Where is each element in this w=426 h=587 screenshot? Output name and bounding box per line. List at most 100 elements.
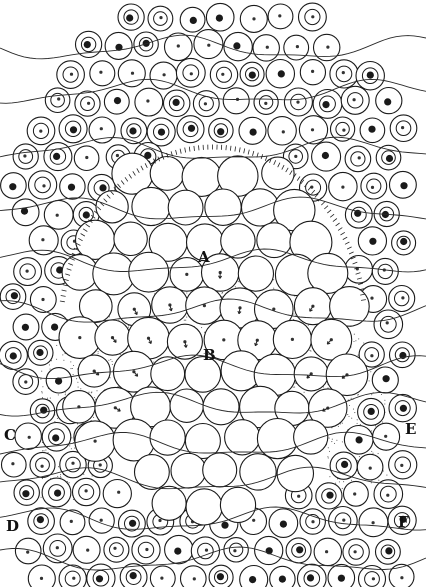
- stipple-dot: [342, 441, 343, 442]
- nucleus: [159, 16, 162, 19]
- stipple-dot: [185, 320, 186, 321]
- stipple-dot: [93, 417, 94, 418]
- nucleus: [369, 467, 372, 470]
- nucleus: [311, 128, 314, 131]
- stipple-dot: [45, 450, 46, 451]
- hatch-mark: [62, 290, 67, 291]
- inner-cell: [221, 224, 255, 258]
- nucleus: [57, 97, 60, 100]
- stipple-dot: [108, 360, 109, 361]
- stipple-dot: [386, 475, 387, 476]
- stipple-dot: [88, 392, 89, 393]
- nucleus: [264, 102, 267, 105]
- stipple-dot: [96, 390, 97, 391]
- stipple-dot: [358, 338, 359, 339]
- stipple-dot: [336, 440, 337, 441]
- nucleus: [37, 516, 44, 523]
- nucleus: [26, 551, 29, 554]
- stipple-dot: [50, 398, 51, 399]
- nucleus: [384, 435, 387, 438]
- stipple-dot: [359, 456, 360, 457]
- inner-nucleus: [222, 338, 225, 341]
- label-e: E: [405, 420, 416, 438]
- stipple-dot: [354, 412, 355, 413]
- stipple-dot: [60, 477, 61, 478]
- stipple-dot: [342, 423, 343, 424]
- hatch-mark: [343, 237, 347, 240]
- stipple-dot: [328, 457, 329, 458]
- nucleus: [400, 405, 407, 412]
- stipple-dot: [98, 351, 99, 352]
- stipple-dot: [355, 340, 356, 341]
- cell: [223, 88, 249, 114]
- stipple-dot: [57, 418, 58, 419]
- nucleus: [26, 270, 29, 273]
- stipple-dot: [357, 395, 358, 396]
- nucleus: [386, 321, 389, 324]
- stipple-dot: [351, 480, 352, 481]
- stipple-dot: [342, 488, 343, 489]
- stipple-dot: [41, 391, 42, 392]
- stipple-dot: [349, 405, 350, 406]
- hatch-mark: [338, 228, 342, 231]
- nucleus: [41, 465, 44, 468]
- nucleus: [353, 492, 356, 495]
- nucleus: [297, 495, 300, 498]
- stipple-dot: [384, 400, 385, 401]
- stipple-dot: [72, 368, 73, 369]
- nucleus: [322, 101, 329, 108]
- cell-nucleus-ring: [35, 177, 51, 193]
- nucleus: [56, 214, 59, 217]
- cell: [150, 566, 175, 587]
- nucleus: [311, 70, 314, 73]
- inner-cell: [257, 419, 297, 459]
- stipple-dot: [58, 466, 59, 467]
- stipple-dot: [98, 353, 99, 354]
- nucleus: [99, 463, 102, 466]
- stipple-dot: [304, 392, 305, 393]
- cell: [28, 565, 55, 587]
- nucleus: [356, 436, 363, 443]
- nucleus: [24, 380, 27, 383]
- stipple-dot: [351, 398, 352, 399]
- stipple-dot: [78, 387, 79, 388]
- nucleus: [85, 156, 88, 159]
- nucleus: [87, 102, 90, 105]
- stipple-dot: [378, 453, 379, 454]
- stipple-dot: [50, 369, 51, 370]
- hatch-mark: [239, 147, 240, 152]
- nucleus: [204, 102, 207, 105]
- nucleus: [96, 575, 103, 582]
- hatch-mark: [185, 148, 186, 153]
- stipple-dot: [381, 394, 382, 395]
- hatch-mark: [235, 147, 236, 152]
- stipple-dot: [335, 483, 336, 484]
- nucleus: [307, 574, 314, 581]
- cell-nucleus-ring: [351, 152, 365, 166]
- nucleus: [342, 519, 345, 522]
- nucleus: [99, 184, 106, 191]
- nucleus: [385, 547, 392, 554]
- nucleus: [207, 44, 210, 47]
- nucleus: [294, 155, 297, 158]
- arrow-head: [307, 377, 310, 378]
- hatch-mark: [265, 156, 267, 161]
- inner-nucleus: [291, 338, 294, 341]
- stipple-dot: [62, 354, 63, 355]
- nucleus: [217, 128, 224, 135]
- hatch-mark: [199, 145, 200, 150]
- nucleus: [190, 17, 197, 24]
- nucleus: [338, 575, 345, 582]
- inner-cell: [238, 256, 273, 291]
- nucleus: [54, 490, 61, 497]
- inner-cell: [152, 486, 186, 520]
- stipple-dot: [42, 397, 43, 398]
- nucleus: [131, 72, 134, 75]
- nucleus: [53, 153, 60, 160]
- cell-nucleus-ring: [336, 122, 349, 135]
- stipple-dot: [357, 419, 358, 420]
- hatch-mark: [194, 146, 195, 151]
- hatch-mark: [321, 202, 325, 206]
- nucleus: [84, 41, 91, 48]
- stipple-dot: [353, 341, 354, 342]
